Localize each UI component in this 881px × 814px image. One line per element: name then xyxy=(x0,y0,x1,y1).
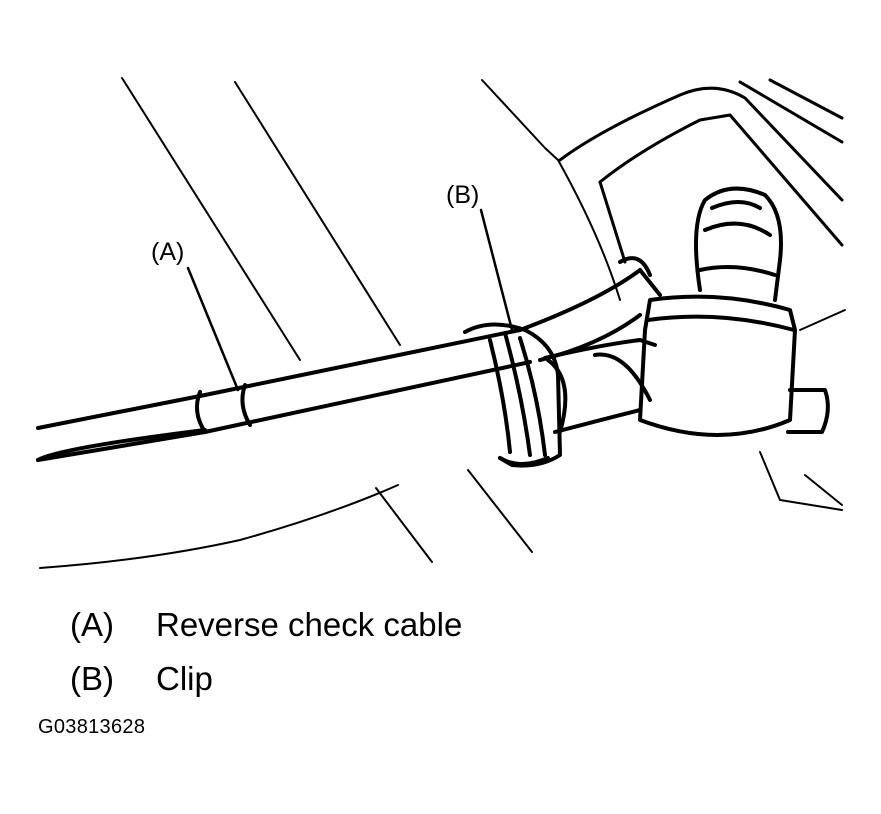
cable-clip-illustration: (A) (B) xyxy=(36,77,846,569)
legend: (A) Reverse check cable (B) Clip xyxy=(70,598,462,706)
reverse-check-cable xyxy=(36,328,532,462)
background-body-lines xyxy=(39,77,846,569)
legend-text-b: Clip xyxy=(156,660,213,697)
legend-key-b: (B) xyxy=(70,660,114,697)
callout-a: (A) xyxy=(151,238,184,266)
housing-outline xyxy=(558,78,844,264)
cable-joint xyxy=(638,294,830,437)
leader-a xyxy=(186,266,240,392)
callout-b: (B) xyxy=(446,181,479,209)
clip xyxy=(463,322,562,468)
legend-item-b: (B) Clip xyxy=(70,652,462,706)
legend-item-a: (A) Reverse check cable xyxy=(70,598,462,652)
figure-id: G03813628 xyxy=(38,716,146,738)
elbow-pipe xyxy=(694,186,783,302)
callout-leaders xyxy=(186,208,514,392)
legend-key-a: (A) xyxy=(70,606,114,643)
upper-cable xyxy=(518,256,662,362)
legend-text-a: Reverse check cable xyxy=(156,606,463,643)
leader-b xyxy=(479,208,514,332)
